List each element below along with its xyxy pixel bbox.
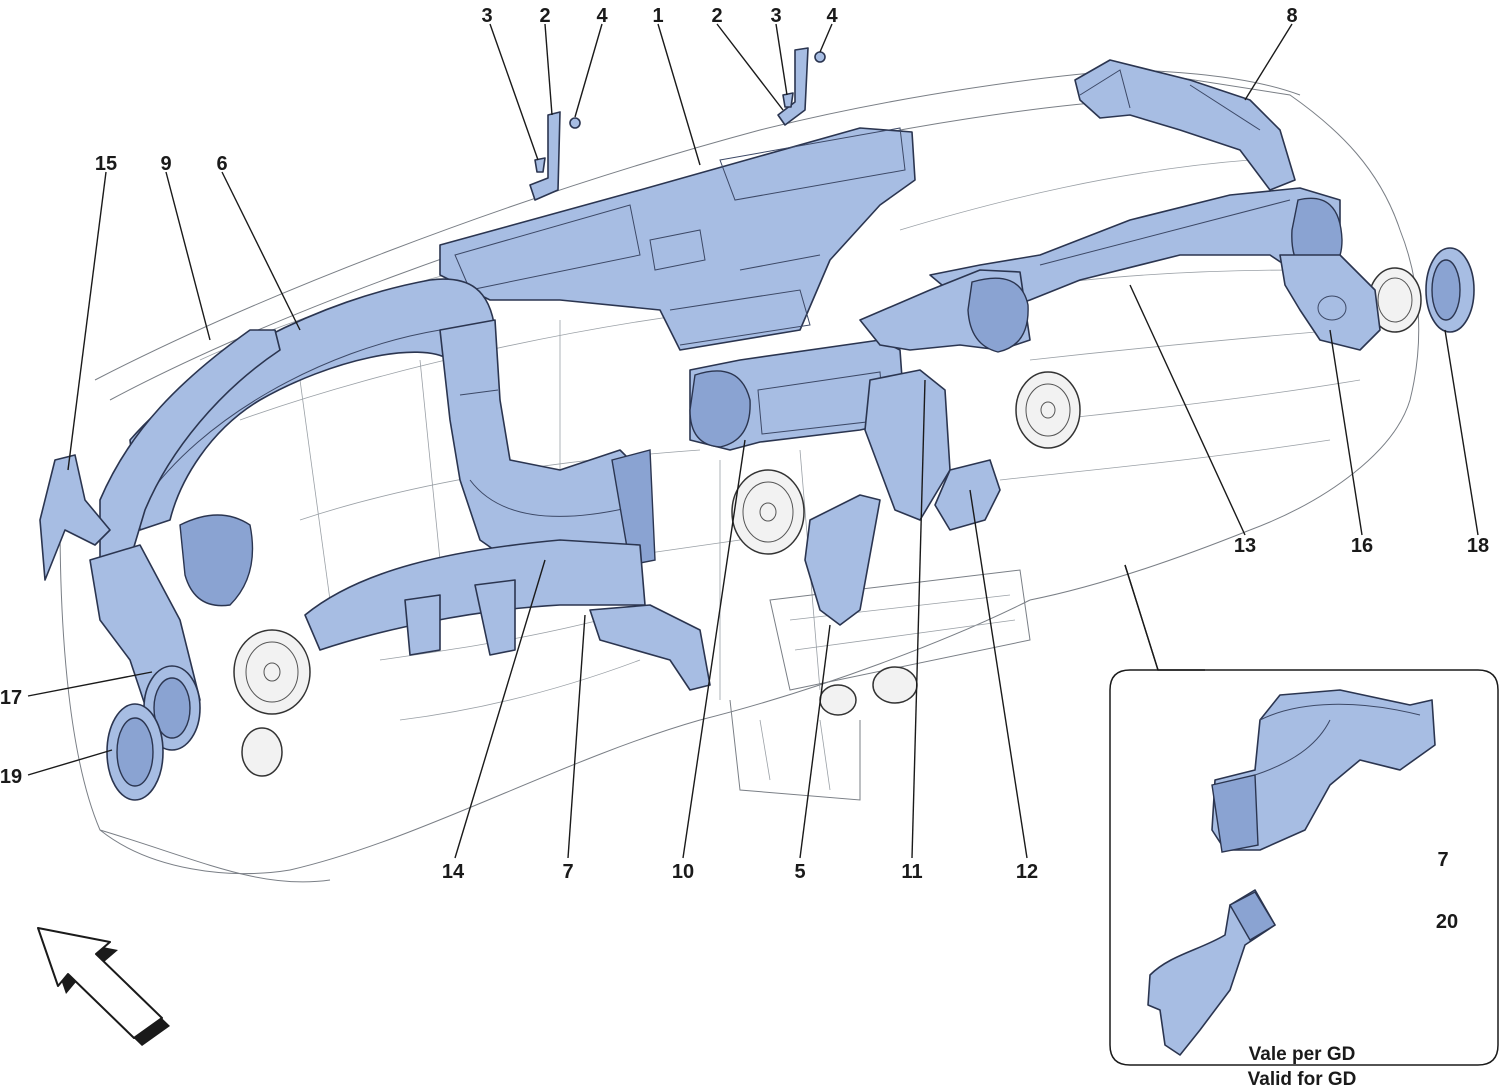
inset-note-english: Valid for GD [1248,1069,1357,1089]
part-2-bracket-right [777,47,809,126]
callout-2-left: 2 [539,5,550,27]
callout-8: 8 [1286,5,1297,27]
callout-19: 19 [0,766,22,788]
callout-11: 11 [901,861,922,883]
vent-left-lower [233,629,311,777]
part-11-center-down-duct [864,369,951,521]
inset-part-7-duct [1211,689,1436,851]
part-4-nut-left [569,117,581,129]
part-1-demister-duct [439,127,916,351]
inset-panel [1109,564,1499,1066]
part-7-lower-horizontal-duct [304,539,646,651]
callout-1: 1 [652,5,663,27]
callout-15: 15 [95,153,117,175]
callout-13: 13 [1234,535,1256,557]
part-6-left-outlet [179,514,254,607]
callout-7: 7 [562,861,573,883]
part-5-center-lower-duct [804,494,881,626]
part-10-outlet-left [689,370,751,448]
part-3-screw-right [782,92,794,108]
callout-14: 14 [442,861,465,883]
inset-note-italian: Vale per GD [1249,1044,1356,1065]
callout-labels: 3 2 4 1 2 3 4 8 15 9 6 13 16 18 17 19 14… [0,5,1489,1089]
callout-18: 18 [1467,535,1489,557]
vent-center [731,469,805,555]
part-7-lower-branch [589,604,711,691]
callout-3-left: 3 [481,5,492,27]
part-16-right-elbow [1279,254,1381,351]
callout-9: 9 [160,153,171,175]
part-18-right-outlet [1425,247,1475,333]
direction-arrow [37,927,170,1046]
callout-4-right: 4 [826,5,838,27]
part-4-nut-right [814,51,826,63]
callout-20-inset: 20 [1436,911,1458,933]
part-12-center-bracket [934,459,1001,531]
callout-12: 12 [1016,861,1038,883]
part-14-central-s-duct [439,319,651,576]
inset-part-20-duct [1147,889,1276,1056]
callout-17: 17 [0,687,22,709]
part-3-screw-left [534,157,546,173]
part-15-left-bracket [39,454,111,581]
callout-4-left: 4 [596,5,608,27]
callout-7-inset: 7 [1437,849,1448,871]
callout-5: 5 [794,861,805,883]
part-2-bracket-left [529,111,561,201]
part-19-left-round-outlet [106,703,164,801]
callout-16: 16 [1351,535,1373,557]
part-9-far-left-duct [99,329,281,561]
duct-parts [39,47,1475,801]
vent-bottom-center [819,666,918,716]
callout-10: 10 [672,861,694,883]
callout-3-right: 3 [770,5,781,27]
vent-right-center [1015,371,1081,449]
callout-6: 6 [216,153,227,175]
part-8-right-upper-duct [1074,59,1296,191]
callout-2-right: 2 [711,5,722,27]
